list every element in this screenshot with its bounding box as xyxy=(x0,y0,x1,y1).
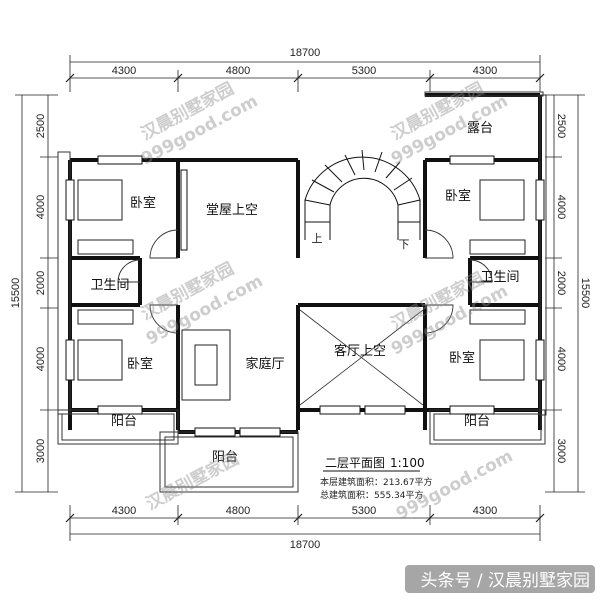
dim-bottom-4: 4300 xyxy=(473,505,497,517)
sofa-set xyxy=(181,329,231,401)
windows xyxy=(65,155,545,437)
room-hall-void: 堂屋上空 xyxy=(206,203,258,218)
dim-left-4: 4000 xyxy=(35,347,47,371)
void-markers xyxy=(299,309,424,406)
dim-right-1: 2500 xyxy=(555,114,567,138)
door-swings xyxy=(117,229,493,334)
stair-up-label: 上 xyxy=(312,232,323,245)
dim-left-5: 3000 xyxy=(35,439,47,463)
room-balcony-center: 阳台 xyxy=(212,450,238,465)
total-area-note: 总建筑面积：555.34平方 xyxy=(320,489,424,501)
dim-top-total: 18700 xyxy=(290,47,321,59)
dim-right-4: 4000 xyxy=(555,347,567,371)
dim-bottom-3: 5300 xyxy=(352,505,376,517)
dim-right-5: 3000 xyxy=(555,439,567,463)
room-bedroom-top-left: 卧室 xyxy=(130,195,156,211)
room-bedroom-top-right: 卧室 xyxy=(445,188,471,204)
plan-scale: 1:100 xyxy=(390,456,425,470)
dim-right-3: 2000 xyxy=(555,271,567,295)
dimension-ticks xyxy=(65,73,545,523)
dim-left-1: 2500 xyxy=(35,114,47,138)
dim-left-3: 2000 xyxy=(35,271,47,295)
spiral-stair xyxy=(304,149,421,240)
dim-top-1: 4300 xyxy=(112,65,136,77)
dim-left-2: 4000 xyxy=(35,195,47,219)
dim-bottom-2: 4800 xyxy=(226,505,250,517)
room-balcony-right: 阳台 xyxy=(464,414,490,429)
dim-bottom-total: 18700 xyxy=(290,539,321,551)
closets xyxy=(77,239,526,325)
room-living-void: 客厅上空 xyxy=(334,343,386,359)
dim-right-2: 4000 xyxy=(555,195,567,219)
room-bedroom-bottom-left: 卧室 xyxy=(127,356,153,372)
dim-right-total: 15500 xyxy=(579,278,591,309)
room-bathroom-left: 卫生间 xyxy=(90,278,129,293)
room-bathroom-right: 卫生间 xyxy=(480,270,519,285)
beds xyxy=(77,179,525,381)
dimension-lines xyxy=(15,55,585,541)
floor-area-note: 本层建筑面积：213.67平方 xyxy=(320,476,433,488)
credit-text: 头条号 / 汉晨别墅家园 xyxy=(420,571,590,591)
dim-top-4: 4300 xyxy=(473,65,497,77)
dim-bottom-1: 4300 xyxy=(112,505,136,517)
walls xyxy=(68,93,542,434)
dim-left-total: 15500 xyxy=(10,278,22,309)
plan-title: 二层平面图 xyxy=(325,456,385,470)
room-family-hall: 家庭厅 xyxy=(245,356,284,372)
dim-top-2: 4800 xyxy=(226,65,250,77)
stair-down-label: 下 xyxy=(399,239,410,251)
dim-top-3: 5300 xyxy=(352,65,376,77)
balcony-railings xyxy=(57,91,547,493)
room-terrace: 露台 xyxy=(467,121,493,136)
room-balcony-left: 阳台 xyxy=(111,414,137,429)
credit-bar xyxy=(405,565,595,593)
room-bedroom-bottom-right: 卧室 xyxy=(449,350,475,366)
